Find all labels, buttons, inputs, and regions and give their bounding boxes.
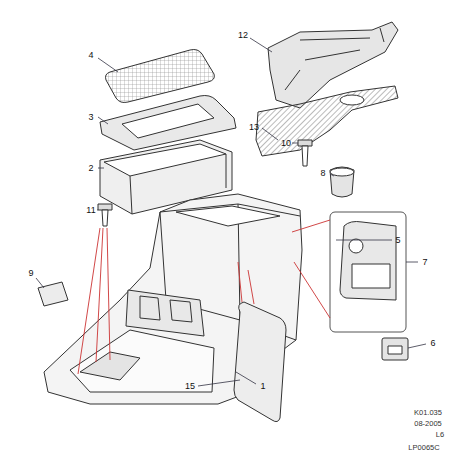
callout-number: 11 (86, 206, 95, 215)
callout-number: 4 (88, 51, 93, 60)
callout-number: 5 (395, 236, 400, 245)
callout-number: 1 (260, 382, 265, 391)
callout-number: 9 (28, 269, 33, 278)
callout-number: 15 (185, 382, 195, 391)
reference-code: K01.035 (414, 409, 442, 417)
reference-code: LP0065C (408, 444, 439, 452)
callout-number: 3 (88, 113, 93, 122)
callout-number: 7 (422, 258, 427, 267)
callout-number: 8 (320, 169, 325, 178)
reference-code: L6 (436, 431, 444, 439)
callout-number: 2 (88, 164, 93, 173)
callout-number: 10 (281, 139, 291, 148)
callout-number: 12 (238, 31, 248, 40)
callout-number: 6 (430, 339, 435, 348)
callout-number: 13 (249, 123, 259, 132)
reference-code: 08-2005 (414, 420, 442, 428)
